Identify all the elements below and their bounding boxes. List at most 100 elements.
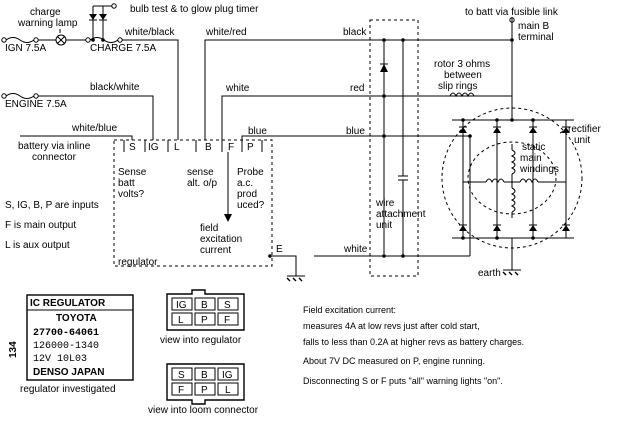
charge-lamp-label-2: warning lamp — [17, 18, 78, 29]
rotor-label-2: between — [444, 70, 482, 81]
reg-pin-s: S — [224, 300, 231, 311]
blue-wire — [241, 135, 370, 140]
rotor-coil-icon — [449, 92, 475, 98]
wire-attachment-unit: wire attachment unit — [369, 19, 512, 277]
main-b-terminal-icon — [509, 17, 515, 23]
white-bottom-label: white — [343, 244, 368, 255]
charge-fuse-terminal-right — [117, 37, 123, 43]
stator-winding-icon-4 — [510, 187, 516, 213]
black-white-label: black/white — [90, 82, 140, 93]
field-exc-2: excitation — [200, 234, 242, 245]
ic-side: 134 — [8, 341, 19, 358]
static-label-2: main — [520, 153, 542, 164]
main-b-label-1: main B — [518, 21, 549, 32]
blue-wire-label: blue — [346, 126, 365, 137]
rect-diode-icon-5 — [459, 225, 467, 231]
notes-line3: About 7V DC measured on P, engine runnin… — [303, 356, 485, 366]
ic-caption: regulator investigated — [20, 384, 116, 395]
diode-icon-1 — [89, 14, 97, 20]
loom-pin-f: F — [178, 385, 184, 396]
diode-icon-2 — [99, 14, 107, 20]
rect-diode-icon-4 — [562, 127, 570, 133]
wau-label-2: attachment — [376, 209, 426, 220]
rectifier-unit: rectifier unit — [441, 96, 601, 256]
main-b-label-2: terminal — [518, 32, 554, 43]
charge-fuse-terminal-left — [85, 37, 91, 43]
bulb-test-label: bulb test & to glow plug timer — [130, 4, 259, 15]
ic-title: IC REGULATOR — [30, 298, 106, 309]
bulb-test-diodes: bulb test & to glow plug timer — [89, 3, 259, 42]
field-exc-1: field — [200, 223, 218, 234]
sense-alt-1: sense — [187, 167, 214, 178]
rect-diode-icon-2 — [493, 127, 501, 133]
terminal-ig: IG — [148, 142, 159, 153]
sense-batt-2: batt — [118, 178, 135, 189]
field-current-notes: Field excitation current: measures 4A at… — [303, 305, 524, 386]
ign-fuse-terminal-left — [1, 37, 7, 43]
earth-label: earth — [478, 268, 501, 279]
black-white-wire — [38, 95, 154, 140]
ign-fuse-label: IGN 7.5A — [5, 43, 46, 54]
stator-winding-icon-2 — [485, 178, 505, 184]
wau-label-3: unit — [376, 220, 392, 231]
rectifier-label-1: rectifier — [568, 124, 601, 135]
white-red-wire — [204, 39, 370, 140]
reg-pin-f: F — [224, 315, 230, 326]
ic-volt: 12V 10L03 — [33, 354, 87, 365]
terminal-e: E — [276, 244, 283, 255]
terminal-s: S — [129, 142, 136, 153]
engine-fuse-icon — [5, 93, 35, 99]
stator-winding-icon-1 — [510, 149, 516, 175]
rect-diode-icon-7 — [529, 225, 537, 231]
field-arrow-icon — [224, 214, 232, 222]
loom-pin-p: P — [201, 385, 208, 396]
reg-pin-ig: IG — [176, 300, 187, 311]
notes-line4: Disconnecting S or F puts "all" warning … — [303, 376, 503, 386]
engine-fuse-terminal-left — [1, 93, 7, 99]
reg-pin-p: P — [201, 315, 208, 326]
inputs-note-3: L is aux output — [5, 240, 70, 251]
charge-lamp-label-1: charge — [30, 7, 61, 18]
blue-label: blue — [248, 126, 267, 137]
battery-inline-label-2: connector — [32, 152, 77, 163]
red-label: red — [350, 83, 364, 94]
stator-winding-icon-3 — [519, 178, 539, 184]
loom-pin-s: S — [178, 370, 185, 381]
white-red-label: white/red — [205, 27, 247, 38]
ign-fuse-terminal-right — [33, 37, 39, 43]
notes-line2: falls to less than 0.2A at higher revs a… — [303, 337, 524, 347]
engine-fuse-label: ENGINE 7.5A — [5, 99, 67, 110]
loom-connector-caption: view into loom connector — [148, 405, 259, 416]
bulb-test-terminal — [111, 3, 117, 9]
reg-pin-l: L — [178, 315, 184, 326]
ic-part: 27700-64061 — [33, 328, 99, 339]
ic-regulator-label: IC REGULATOR TOYOTA 27700-64061 126000-1… — [8, 294, 134, 395]
regulator-box: S IG L B F P Sense batt volts? sense alt… — [113, 139, 283, 268]
static-label-3: windings — [519, 164, 559, 175]
loom-pin-b: B — [201, 370, 208, 381]
engine-fuse-terminal-right — [33, 93, 39, 99]
reg-pin-b: B — [201, 300, 208, 311]
terminal-b: B — [205, 142, 212, 153]
wau-label-1: wire — [375, 198, 395, 209]
rect-diode-icon-1 — [459, 127, 467, 133]
regulator-label: regulator — [118, 257, 158, 268]
probe-4: uced? — [237, 200, 265, 211]
rect-diode-icon-6 — [493, 225, 501, 231]
black-label: black — [343, 27, 367, 38]
sense-alt-2: alt. o/p — [187, 178, 217, 189]
inputs-note-1: S, IG, B, P are inputs — [5, 200, 99, 211]
connector-loom: S B IG F P L view into loom connector — [148, 363, 259, 416]
regulator-ground-wire — [272, 255, 297, 276]
rectifier-label-2: unit — [574, 135, 590, 146]
battery-inline-label-1: battery via inline — [18, 141, 91, 152]
reg-connector-caption: view into regulator — [160, 335, 242, 346]
notes-heading: Field excitation current: — [303, 305, 396, 315]
to-batt-label: to batt via fusible link — [465, 7, 559, 18]
white-label-red-wire: white — [225, 83, 250, 94]
rotor-label-3: slip rings — [438, 81, 477, 92]
rect-diode-icon-3 — [529, 127, 537, 133]
ic-code: 126000-1340 — [33, 341, 99, 352]
